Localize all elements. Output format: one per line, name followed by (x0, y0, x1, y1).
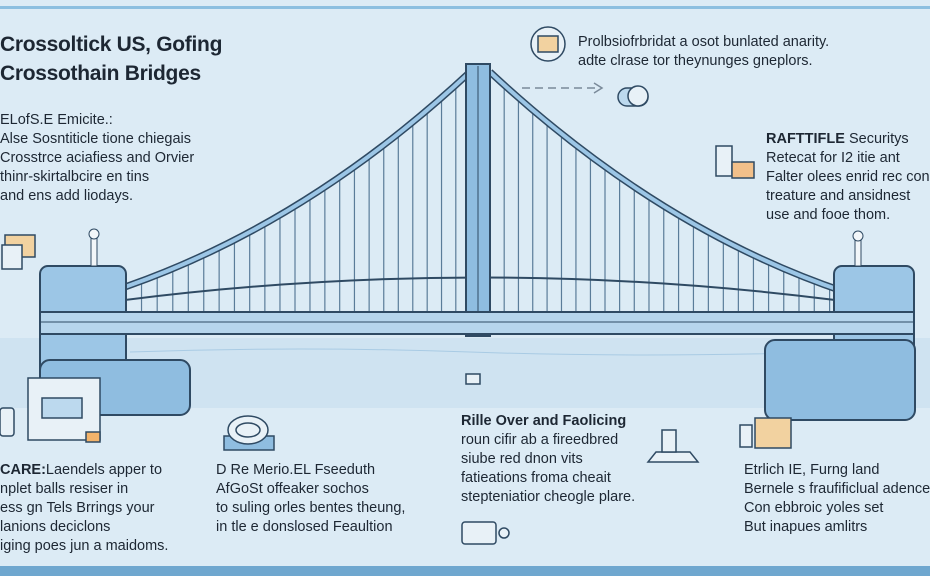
callout-line: adte clrase tor theynunges gneplors. (578, 53, 813, 69)
bottom-left-callout: CARE:Laendels apper to nplet balls resis… (0, 461, 168, 556)
callout-line: treature and ansidnest (766, 188, 911, 204)
ship-icon (646, 429, 700, 463)
water-wave (129, 348, 831, 356)
arrow-icon (522, 82, 604, 94)
callout-line: in tle e donslosed Feaultion (216, 519, 393, 535)
bottom-center-callout: Rille Over and Faolicing roun cifir ab a… (461, 412, 635, 507)
callout-heading-rest: Laendels apper to (45, 462, 163, 478)
bridge-hangers (125, 85, 831, 312)
bottom-mid-left-callout: D Re Merio.EL Fseeduth AfGoSt offeaker s… (216, 461, 405, 537)
main-cable-left-inner (109, 70, 472, 294)
factory-icon (739, 417, 792, 449)
callout-line: lanions deciclons (0, 519, 111, 535)
title-line: Crossoltick US, Gofing (0, 33, 223, 56)
lamp-post-left-icon (88, 228, 100, 267)
callout-line: Crosstrce aciafiess and Orvier (0, 150, 195, 166)
callout-line: stepteniatior cheogle plare. (461, 489, 636, 505)
callout-line: AfGoSt offeaker sochos (216, 481, 369, 497)
callout-line: Prolbsiofrbridat a osot bunlated anarity… (578, 34, 830, 50)
callout-heading: RAFTTIFLE (766, 131, 845, 147)
callout-line: Bernele s fraufificlual adence (744, 481, 930, 497)
bottom-border (0, 566, 930, 576)
callout-line: nplet balls resiser in (0, 481, 129, 497)
main-cable-right-inner (488, 70, 846, 294)
callout-line: Etrlich IE, Furng land (744, 462, 880, 478)
callout-line: and ens add liodays. (0, 188, 134, 204)
fan-icon (0, 407, 15, 437)
callout-line: But inapues amlitrs (744, 519, 868, 535)
chart-board-icon (1, 234, 36, 270)
callout-line: fatieations froma cheait (461, 470, 611, 486)
callout-line: siube red dnon vits (461, 451, 583, 467)
callout-line: Alse Sosntiticle tione chiegais (0, 131, 192, 147)
cloud-hand-icon (617, 85, 649, 107)
cart-icon (530, 26, 566, 62)
callout-line: iging poes jun a maidoms. (0, 538, 169, 554)
coil-icon (223, 415, 275, 451)
callout-line: to suling orles bentes theung, (216, 500, 406, 516)
callout-line: Retecat for I2 itie ant (766, 150, 900, 166)
bottom-right-callout: Etrlich IE, Furng land Bernele s fraufif… (744, 461, 930, 537)
lamp-post-right-icon (852, 230, 864, 267)
callout-heading-rest: Securitys (844, 131, 909, 147)
document-icon (715, 145, 755, 179)
callout-heading: Rille Over and Faolicing (461, 413, 627, 429)
callout-line: thinr-skirtalbcire en tins (0, 169, 150, 185)
drone-icon (465, 373, 481, 385)
tag-icon (461, 521, 510, 545)
right-callout: RAFTTIFLE Securitys Retecat for I2 itie … (766, 130, 930, 225)
bridge-deck (39, 311, 915, 335)
callout-heading: ELofS.E Emicite.: (0, 112, 113, 128)
title-line: Crossothain Bridges (0, 62, 201, 85)
screen-panel-icon (27, 377, 101, 443)
callout-line: D Re Merio.EL Fseeduth (216, 462, 376, 478)
callout-line: use and fooe thom. (766, 207, 891, 223)
top-left-callout: ELofS.E Emicite.: Alse Sosntiticle tione… (0, 111, 194, 206)
callout-heading: CARE: (0, 462, 46, 478)
callout-line: roun cifir ab a fireedbred (461, 432, 619, 448)
callout-line: Con ebbroic yoles set (744, 500, 884, 516)
callout-line: Falter olees enrid rec con (766, 169, 930, 185)
top-border (0, 6, 930, 9)
callout-line: ess gn Tels Brrings your (0, 500, 155, 516)
top-center-callout: Prolbsiofrbridat a osot bunlated anarity… (578, 33, 829, 71)
page-title: Crossoltick US, Gofing Crossothain Bridg… (0, 30, 222, 88)
